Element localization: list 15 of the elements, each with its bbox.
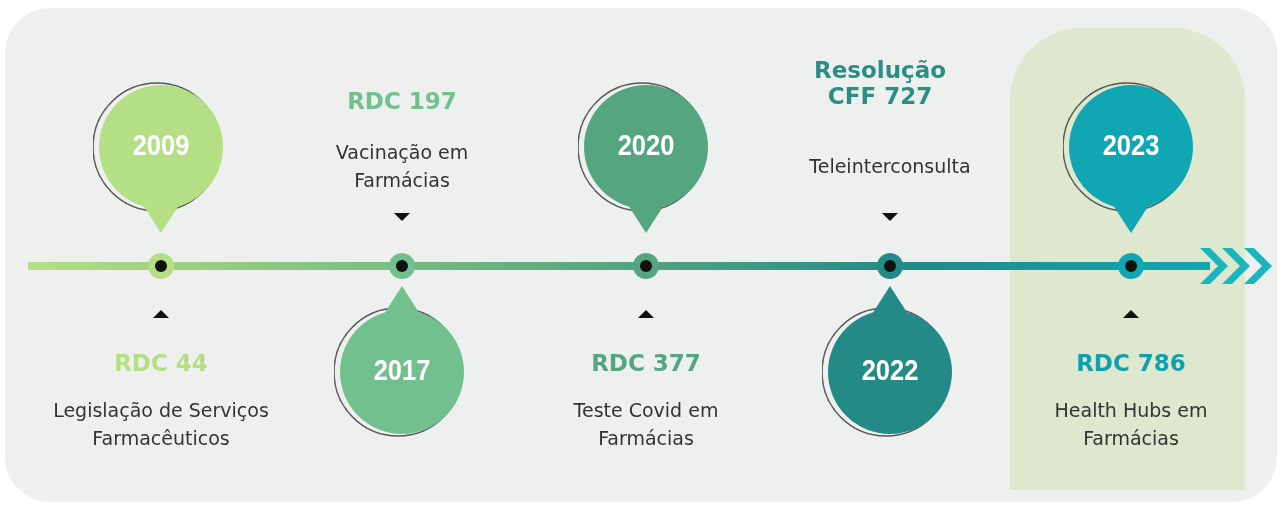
milestone-description: Legislação de Serviços Farmacêuticos	[52, 398, 270, 451]
year-label: 2023	[1101, 128, 1161, 162]
regulation-code: Resolução CFF 727	[813, 57, 947, 109]
milestone-description: Teleinterconsulta	[808, 154, 972, 179]
milestone-description: Health Hubs em Farmácias	[1053, 398, 1209, 451]
milestone-description: Teste Covid em Farmácias	[572, 398, 720, 451]
regulation-code: RDC 377	[590, 350, 702, 376]
year-label: 2020	[616, 128, 676, 162]
year-label: 2017	[372, 353, 432, 387]
milestone-description: Vacinação em Farmácias	[334, 140, 470, 193]
regulation-code: RDC 44	[113, 350, 209, 376]
regulation-code: RDC 786	[1075, 350, 1187, 376]
year-label: 2022	[860, 353, 920, 387]
year-label: 2009	[131, 128, 191, 162]
regulation-code: RDC 197	[346, 88, 458, 114]
